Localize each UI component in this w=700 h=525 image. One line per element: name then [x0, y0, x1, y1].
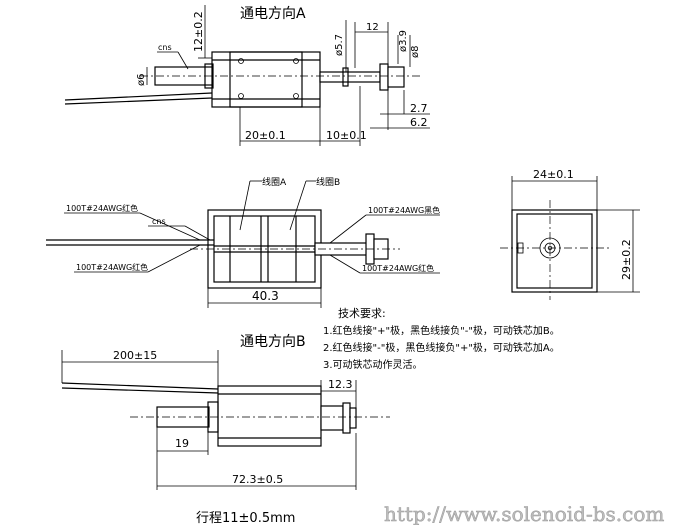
view-mid-coil-b: 线圈B: [316, 176, 340, 188]
view-a-dim-12: 12: [366, 22, 379, 33]
view-b-dim-200: 200±15: [113, 349, 157, 362]
view-b-dim-123: 12.3: [328, 378, 353, 391]
view-a-dim-20: 20±0.1: [245, 129, 286, 142]
view-a-dim-height: 12±0.2: [192, 11, 205, 52]
view-side-dim-29: 29±0.2: [620, 239, 633, 280]
view-a-frame: [229, 51, 303, 108]
stroke-note: 行程11±0.5mm: [196, 511, 295, 525]
view-side-dim-24: 24±0.1: [533, 168, 574, 181]
view-b-dim-723: 72.3±0.5: [232, 473, 283, 486]
view-a-wire-1: [64, 92, 213, 101]
view-b-cap: [342, 402, 351, 434]
notes-line-1: 1.红色线接"+"极，黑色线接负"-"极，可动铁芯加B。: [323, 324, 560, 337]
view-a-dim-62: 6.2: [410, 116, 428, 129]
view-b-wire-2: [61, 387, 219, 394]
view-b-title: 通电方向B: [240, 334, 306, 350]
view-a-holes: [238, 58, 299, 99]
view-a-dim-phi39: ø3.9: [398, 30, 409, 52]
view-b: 通电方向B 200±15 12.3 19 72.3±0.5: [61, 334, 390, 490]
watermark: http://www.solenoid-bs.com: [384, 502, 664, 525]
view-a-dim-10: 10±0.1: [326, 129, 367, 142]
view-side: 24±0.1 29±0.2: [500, 168, 640, 300]
view-b-body: [217, 385, 322, 447]
view-mid: 线圈A 线圈B cns 100T#24AWG红色 100T#24AWG红色 10…: [46, 176, 440, 308]
notes-line-2: 2.红色线接"-"极，黑色线接负"+"极，可动铁芯加A。: [323, 341, 560, 354]
view-a: 通电方向A cns 12±0.2 ø6: [64, 5, 430, 146]
view-mid-wire-label-br: 100T#24AWG红色: [362, 263, 434, 273]
view-a-dim-phi6: ø6: [136, 74, 147, 86]
notes-line-3: 3.可动铁芯动作灵活。: [323, 358, 423, 371]
view-a-cap: [379, 63, 389, 91]
view-a-dim-27: 2.7: [410, 102, 428, 115]
view-mid-wire-label-tl: 100T#24AWG红色: [66, 203, 138, 213]
notes: 技术要求: 1.红色线接"+"极，黑色线接负"-"极，可动铁芯加B。 2.红色线…: [323, 307, 560, 371]
view-a-wire-2: [64, 97, 213, 105]
view-a-dim-phi8: ø8: [410, 46, 421, 58]
view-b-wire-1: [61, 382, 219, 390]
view-a-dim-phi57: ø5.7: [334, 34, 345, 56]
view-side-body: [511, 209, 598, 293]
view-a-title: 通电方向A: [240, 6, 306, 22]
view-mid-wire-label-tr: 100T#24AWG黑色: [368, 205, 440, 215]
view-mid-coil-a: 线圈A: [262, 176, 287, 188]
view-mid-wire-label-bl: 100T#24AWG红色: [76, 262, 148, 272]
view-b-dim-19: 19: [175, 437, 189, 450]
notes-heading: 技术要求:: [338, 307, 386, 320]
view-b-right-shaft: [320, 405, 344, 431]
view-a-right-shaft: [319, 71, 381, 83]
view-mid-dim-403: 40.3: [252, 289, 279, 303]
view-a-cns-label: cns: [158, 43, 172, 52]
